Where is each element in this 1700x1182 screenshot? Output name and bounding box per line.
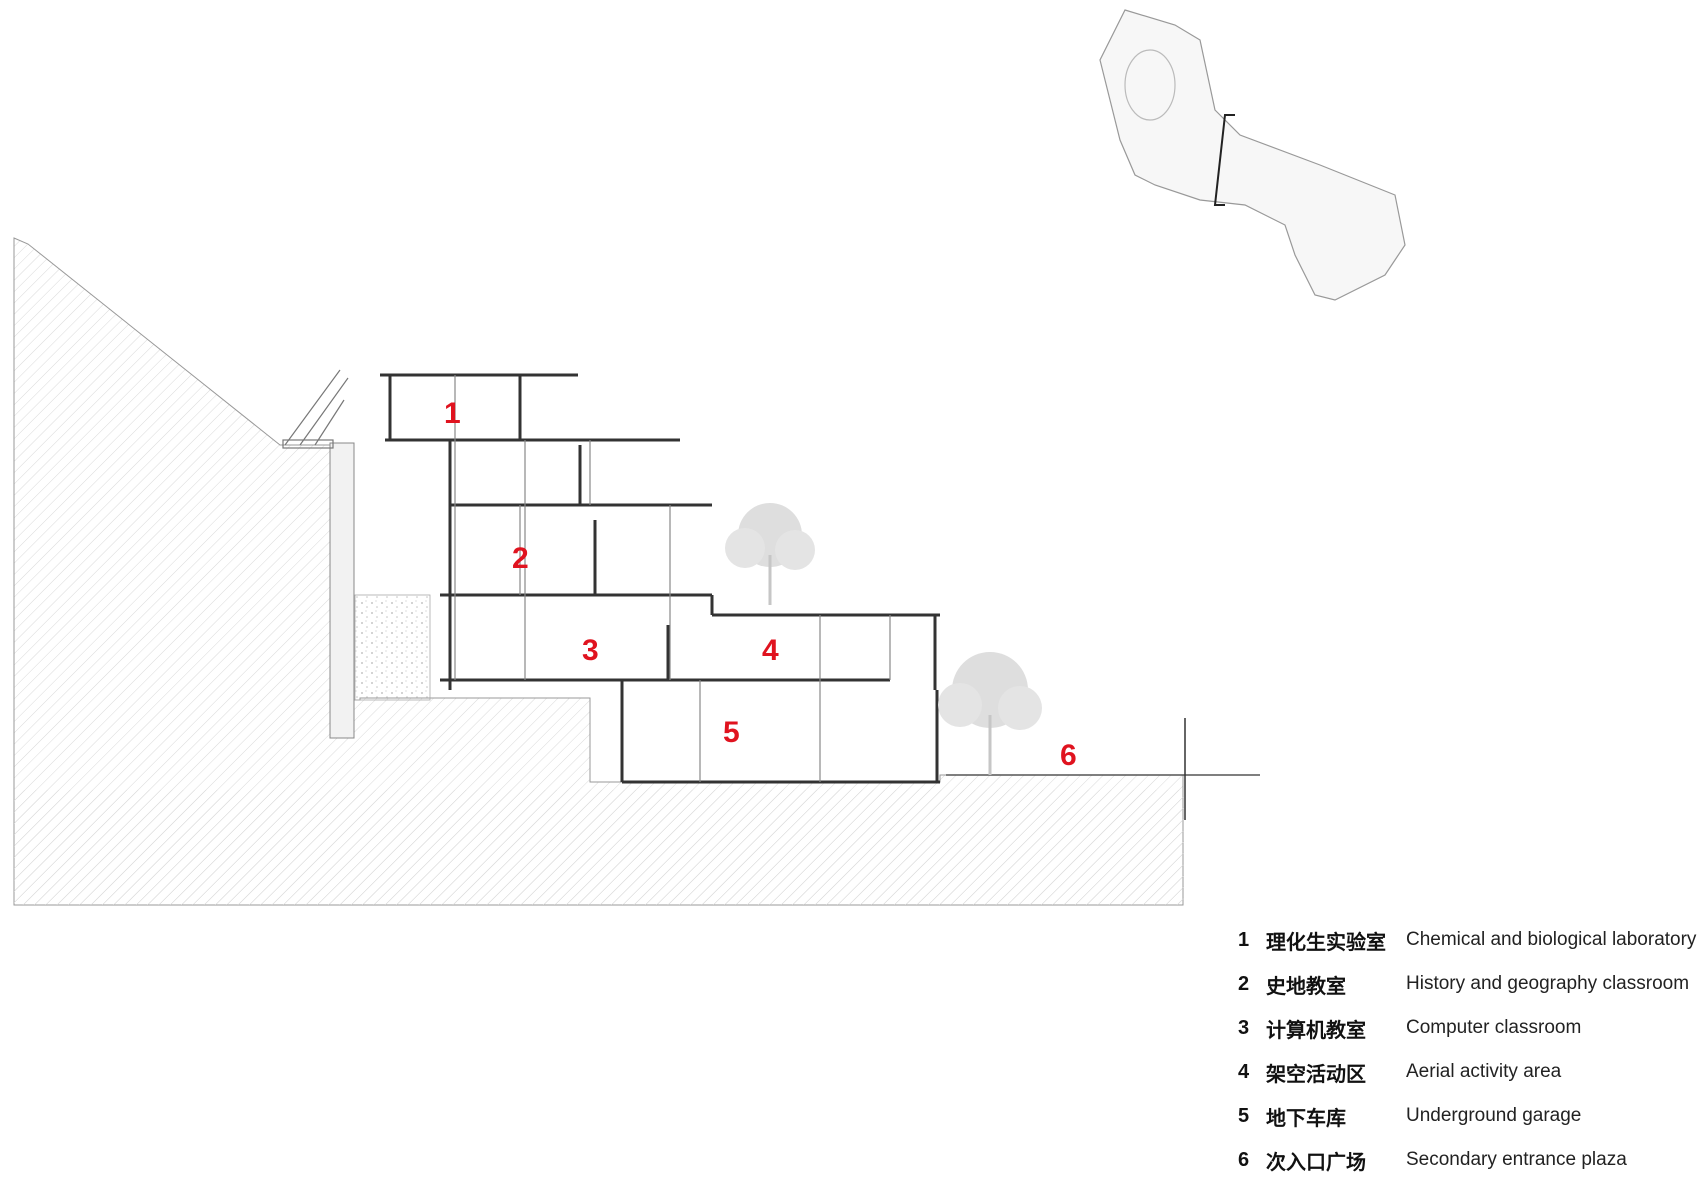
legend-chinese-label: 架空活动区 [1266, 1061, 1366, 1086]
legend-item: 2 史地教室 History and geography classroom [1238, 962, 1696, 1006]
legend: 1 理化生实验室 Chemical and biological laborat… [1238, 918, 1696, 1182]
ground-band [14, 790, 1184, 905]
tree-icon [938, 652, 1042, 775]
legend-chinese-label: 史地教室 [1266, 973, 1346, 998]
retaining-wall [329, 442, 355, 739]
legend-item: 5 地下车库 Underground garage [1238, 1094, 1696, 1138]
tree-icon [725, 503, 815, 605]
legend-number: 2 [1238, 972, 1250, 995]
slope-truss [282, 369, 349, 449]
room-number-3: 3 [582, 634, 599, 667]
room-number-4: 4 [762, 634, 779, 667]
columns [454, 375, 891, 782]
legend-item: 3 计算机教室 Computer classroom [1238, 1006, 1696, 1050]
legend-english-label: History and geography classroom [1406, 973, 1690, 994]
room-number-5: 5 [723, 716, 740, 749]
legend-chinese-label: 地下车库 [1266, 1105, 1346, 1130]
gravel-fill [354, 594, 431, 701]
legend-english-label: Underground garage [1406, 1105, 1582, 1126]
legend-number: 1 [1238, 928, 1250, 951]
legend-chinese-label: 计算机教室 [1266, 1017, 1366, 1042]
legend-item: 1 理化生实验室 Chemical and biological laborat… [1238, 918, 1696, 962]
section-cut-marker [1213, 114, 1235, 206]
legend-item: 4 架空活动区 Aerial activity area [1238, 1050, 1696, 1094]
legend-number: 6 [1238, 1148, 1250, 1171]
legend-number: 3 [1238, 1016, 1250, 1039]
legend-item: 6 次入口广场 Secondary entrance plaza [1238, 1138, 1696, 1182]
room-number-6: 6 [1060, 739, 1077, 772]
room-number-2: 2 [512, 542, 529, 575]
legend-chinese-label: 次入口广场 [1266, 1149, 1366, 1174]
legend-number: 5 [1238, 1104, 1250, 1127]
legend-english-label: Computer classroom [1406, 1017, 1582, 1038]
room-number-1: 1 [444, 397, 461, 430]
legend-english-label: Secondary entrance plaza [1406, 1149, 1627, 1170]
legend-number: 4 [1238, 1060, 1250, 1083]
legend-chinese-label: 理化生实验室 [1266, 929, 1386, 954]
legend-english-label: Chemical and biological laboratory [1406, 929, 1697, 950]
building-section [380, 373, 940, 784]
key-plan [1099, 9, 1406, 301]
legend-english-label: Aerial activity area [1406, 1061, 1562, 1082]
